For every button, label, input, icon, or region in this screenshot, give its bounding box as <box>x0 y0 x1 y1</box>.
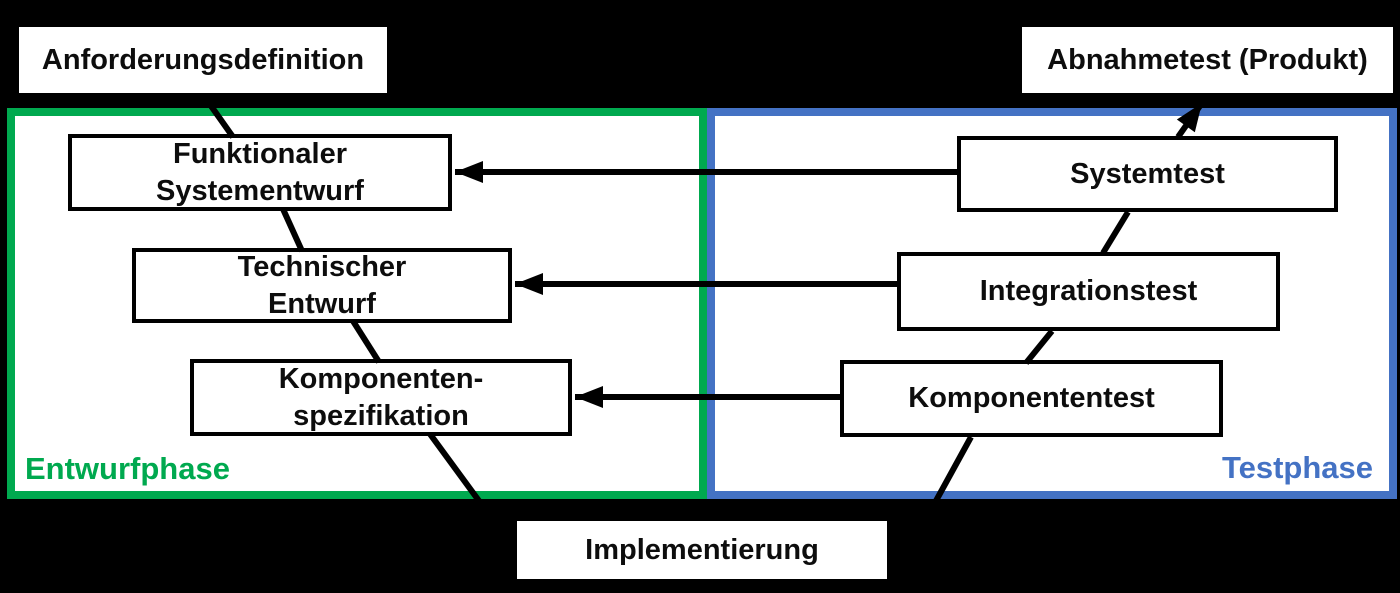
node-komponentenspezifikation: Komponenten- spezifikation <box>190 359 572 436</box>
node-label: Komponententest <box>908 382 1155 414</box>
node-systemtest: Systemtest <box>957 136 1338 212</box>
node-anforderungsdefinition: Anforderungsdefinition <box>15 23 391 97</box>
node-label-line2: spezifikation <box>293 399 469 432</box>
node-integrationstest: Integrationstest <box>897 252 1280 331</box>
node-label-line1: Komponenten- <box>278 362 484 395</box>
node-technischer-entwurf: Technischer Entwurf <box>132 248 512 323</box>
node-implementierung: Implementierung <box>513 517 891 583</box>
node-abnahmetest-produkt: Abnahmetest (Produkt) <box>1018 23 1397 97</box>
node-funktionaler-systementwurf: Funktionaler Systementwurf <box>68 134 452 211</box>
node-label-line2: Entwurf <box>268 287 376 320</box>
node-label: Implementierung <box>585 533 819 566</box>
node-label-line1: Funktionaler <box>172 137 347 170</box>
node-label: Integrationstest <box>979 275 1198 307</box>
node-label: Abnahmetest (Produkt) <box>1047 43 1368 76</box>
node-label: Systemtest <box>1070 157 1225 190</box>
node-label-line2: Systementwurf <box>156 174 364 207</box>
test-phase-label: Testphase <box>1221 450 1373 485</box>
node-label-line1: Technischer <box>237 250 407 283</box>
design-phase-label: Entwurfphase <box>25 451 230 486</box>
node-label: Anforderungsdefinition <box>41 43 365 76</box>
node-komponententest: Komponententest <box>840 360 1223 437</box>
